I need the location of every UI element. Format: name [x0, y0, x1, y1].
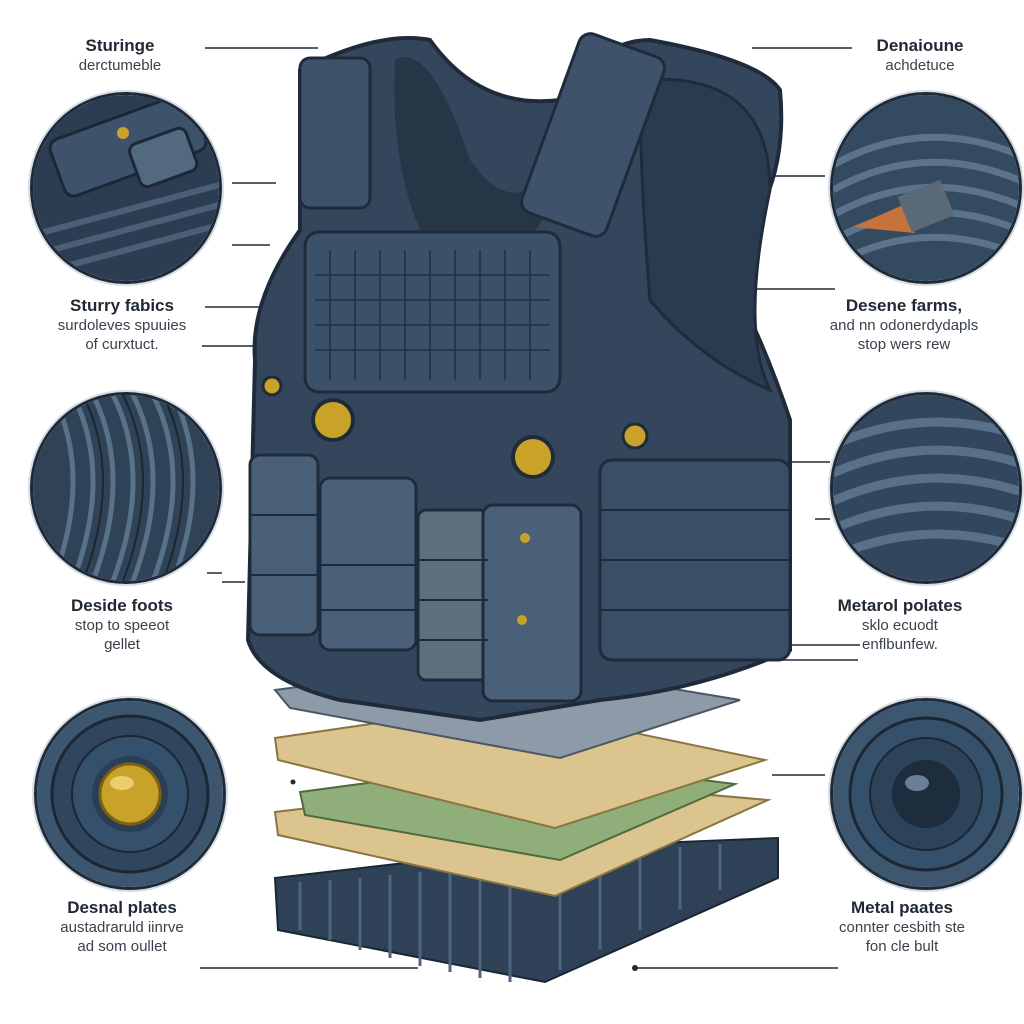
label-title: Deside foots: [70, 596, 174, 615]
fabric-detail-icon: [30, 92, 222, 284]
weave-detail-icon: [30, 392, 222, 584]
label-title: Sturry fabics: [70, 296, 174, 315]
label-title: Metal paates: [850, 898, 954, 917]
label-line: gellet: [104, 636, 140, 653]
label-line: austadraruld iinrve: [60, 919, 184, 936]
button-detail-icon: [34, 698, 226, 890]
label-line: of curxtuct.: [85, 336, 159, 353]
label-bottom-right: Metal paates connter cesbith ste fon cle…: [782, 898, 1022, 956]
label-top-right: Denaioune achdetuce: [800, 36, 1024, 75]
label-line: achdetuce: [885, 57, 955, 74]
label-line: enflbunfew.: [862, 636, 938, 653]
label-line: and nn odonerdydapls: [829, 317, 979, 334]
label-line: fon cle bult: [865, 938, 939, 955]
label-line: connter cesbith ste: [839, 919, 965, 936]
label-low-left: Deside foots stop to speeot gellet: [2, 596, 242, 654]
label-line: derctumeble: [78, 57, 162, 74]
label-title: Desene farms,: [845, 296, 963, 315]
label-line: stop to speeot: [74, 617, 170, 634]
label-mid-left: Sturry fabics surdoleves spuuies of curx…: [2, 296, 242, 354]
label-title: Desnal plates: [67, 898, 177, 917]
label-line: sklo ecuodt: [862, 617, 938, 634]
plate-detail-icon: [830, 392, 1022, 584]
label-low-right: Metarol polates sklo ecuodt enflbunfew.: [780, 596, 1020, 654]
label-title: Denaioune: [876, 36, 964, 55]
label-line: stop wers rew: [857, 336, 951, 353]
bullet-detail-icon: [830, 92, 1022, 284]
label-mid-right: Desene farms, and nn odonerdydapls stop …: [784, 296, 1024, 354]
label-bottom-left: Desnal plates austadraruld iinrve ad som…: [2, 898, 242, 956]
label-line: surdoleves spuuies: [57, 317, 187, 334]
label-line: ad som oullet: [77, 938, 167, 955]
dome-detail-icon: [830, 698, 1022, 890]
label-title: Sturinge: [85, 36, 155, 55]
label-title: Metarol polates: [837, 596, 963, 615]
label-top-left: Sturinge derctumeble: [0, 36, 240, 75]
